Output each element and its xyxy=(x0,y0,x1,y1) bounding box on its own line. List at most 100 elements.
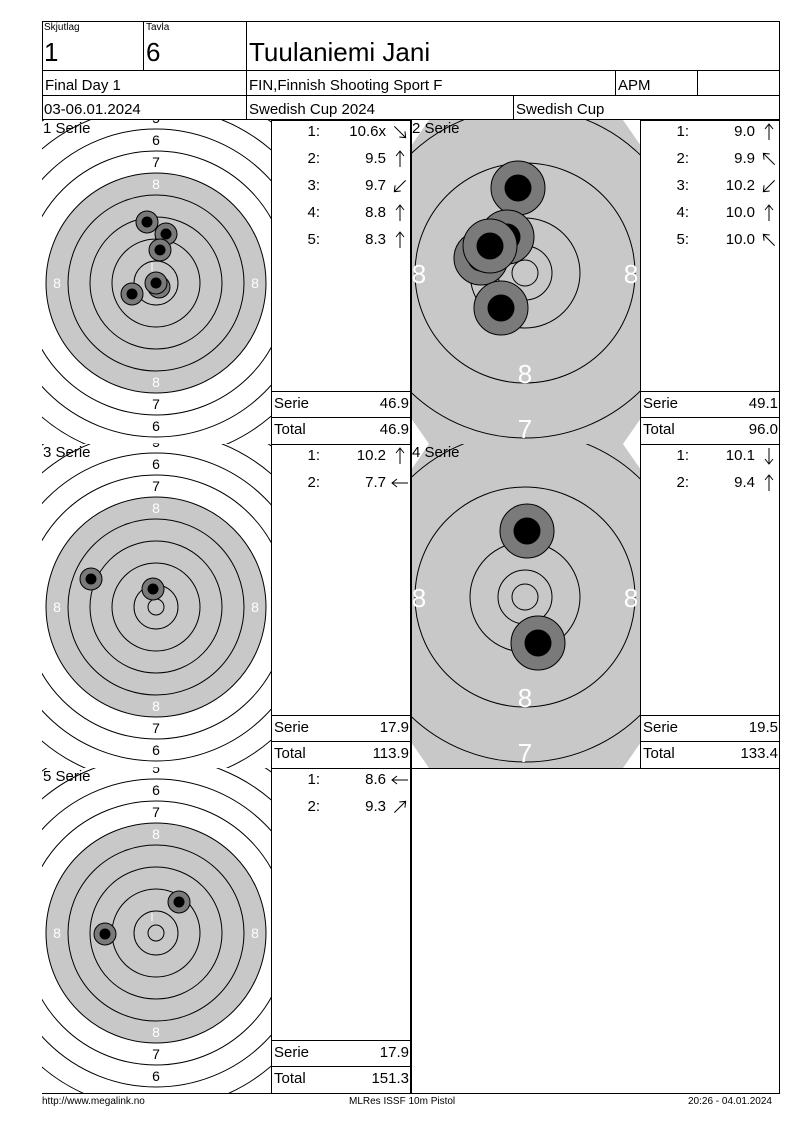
total-value: 133.4 xyxy=(740,745,778,762)
ring-number: 8 xyxy=(412,583,426,613)
ring-number: 6 xyxy=(152,742,160,758)
direction-arrow-icon xyxy=(391,775,408,785)
direction-arrow-icon xyxy=(395,447,405,464)
total-label: Total xyxy=(643,745,675,762)
ring-number: 6 xyxy=(152,456,160,472)
shot-row: 3: 9.7 xyxy=(302,176,412,196)
direction-arrow-icon xyxy=(395,204,405,221)
ring-number: 8 xyxy=(152,374,160,390)
shot-value: 9.0 xyxy=(734,123,755,140)
shot-number: 1: xyxy=(307,771,320,788)
ring-number: 8 xyxy=(624,259,638,289)
ring-number: 7 xyxy=(152,720,160,736)
summary-divider xyxy=(272,1066,411,1067)
ring-number: 5 xyxy=(152,120,160,126)
serie-sum-label: Serie xyxy=(274,395,310,412)
row-divider xyxy=(42,1093,411,1094)
summary-divider xyxy=(272,741,411,742)
shot-row: 5: 10.0 xyxy=(671,230,781,250)
direction-arrow-icon xyxy=(762,152,776,166)
shot-number: 1: xyxy=(676,123,689,140)
shot-row: 2: 9.3 xyxy=(302,797,412,817)
serie-sum-label: Serie xyxy=(643,719,679,736)
ring-number: 6 xyxy=(152,418,160,434)
summary-divider xyxy=(641,391,780,392)
ring-number: 6 xyxy=(152,782,160,798)
direction-arrow-icon xyxy=(762,233,776,247)
target-svg: 333344445555666677778888 xyxy=(42,444,271,768)
ring-number: 7 xyxy=(518,120,532,124)
shot-value: 9.5 xyxy=(365,150,386,167)
ring-number: 8 xyxy=(53,275,61,291)
total-row: Total 133.4 xyxy=(641,742,780,766)
ring-number: 6 xyxy=(152,1068,160,1084)
shot-row: 1: 9.0 xyxy=(671,122,781,142)
footer-software: MLRes ISSF 10m Pistol xyxy=(349,1096,456,1107)
shot-row: 2:9.4 xyxy=(671,473,781,493)
serie-sum-value: 46.9 xyxy=(379,395,409,412)
shot-value: 7.7 xyxy=(365,474,386,491)
target-box: 333344445555666677778888 xyxy=(42,768,272,1093)
row-divider xyxy=(411,768,780,769)
ring-number: 7 xyxy=(152,804,160,820)
ring-number: 8 xyxy=(624,583,638,613)
shot-value: 10.0 xyxy=(725,231,755,248)
ring-number: 8 xyxy=(53,925,61,941)
ring-number: 5 xyxy=(152,440,160,444)
club-name: FIN,Finnish Shooting Sport F xyxy=(249,77,443,94)
shot-row: 1:10.6x xyxy=(302,122,412,142)
footer-url: http://www.megalink.no xyxy=(42,1096,145,1107)
column-divider xyxy=(411,120,412,1094)
ring-number: 7 xyxy=(152,478,160,494)
shot-value: 9.7 xyxy=(365,177,386,194)
total-label: Total xyxy=(643,421,675,438)
ring-number: 8 xyxy=(251,275,259,291)
direction-arrow-icon xyxy=(395,231,405,248)
shot-value: 9.3 xyxy=(365,798,386,815)
shot-number: 2: xyxy=(676,150,689,167)
shot-number: 3: xyxy=(307,177,320,194)
shooter-name: Tuulaniemi Jani xyxy=(249,37,431,67)
competition-dates: 03-06.01.2024 xyxy=(44,101,141,118)
skjutlag-value: 1 xyxy=(44,37,59,67)
header-divider xyxy=(42,95,780,96)
shot-row: 4:10.0 xyxy=(671,203,781,223)
summary-divider xyxy=(641,417,780,418)
shot-row: 2:9.5 xyxy=(302,149,412,169)
summary-divider xyxy=(641,715,780,716)
shot-number: 5: xyxy=(307,231,320,248)
shot-number: 2: xyxy=(676,474,689,491)
direction-arrow-icon xyxy=(762,179,776,193)
serie-label: 1 Serie xyxy=(43,120,91,137)
serie-sum-value: 19.5 xyxy=(748,719,778,736)
direction-arrow-icon xyxy=(393,800,407,814)
serie-sum-row: Serie 46.9 xyxy=(272,392,411,416)
total-value: 96.0 xyxy=(748,421,778,438)
ring-number: 8 xyxy=(152,176,160,192)
shot-number: 5: xyxy=(676,231,689,248)
total-value: 113.9 xyxy=(372,745,409,762)
serie-label: 3 Serie xyxy=(43,444,91,461)
footer-timestamp: 20:26 - 04.01.2024 xyxy=(688,1096,772,1107)
shot-row: 1:10.2 xyxy=(302,446,412,466)
ring-number: 5 xyxy=(152,764,160,768)
shot-row: 3:10.2 xyxy=(671,176,781,196)
ring-number: 5 xyxy=(152,768,160,776)
ring-number: 5 xyxy=(152,444,160,450)
shot-number: 3: xyxy=(676,177,689,194)
target-svg: 333344445555666677778888 xyxy=(42,120,271,444)
direction-arrow-icon xyxy=(764,448,774,465)
serie-sum-label: Serie xyxy=(274,719,310,736)
direction-arrow-icon xyxy=(764,204,774,221)
shot-number: 2: xyxy=(307,798,320,815)
target-svg: 333344445555666677778888 xyxy=(42,768,271,1093)
shot-value: 9.9 xyxy=(734,150,755,167)
target-box: 333344445555666677778888 xyxy=(42,444,272,768)
summary-divider xyxy=(272,417,411,418)
shot-list-box xyxy=(272,768,411,1093)
ring-number: 7 xyxy=(152,396,160,412)
